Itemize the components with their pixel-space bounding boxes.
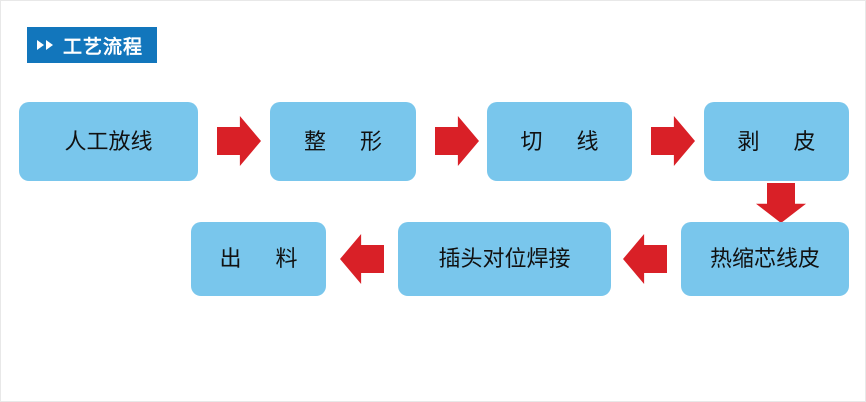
process-node-5-label: 热缩芯线皮: [709, 246, 820, 271]
process-node-4-label: 剥 皮: [737, 128, 830, 154]
process-node-6-label: 插头对位焊接: [438, 246, 571, 271]
process-node-1-label: 人工放线: [64, 128, 153, 154]
double-chevron-right-icon: [37, 40, 53, 50]
process-node-1[interactable]: 人工放线: [19, 102, 198, 181]
process-node-2-label: 整 形: [303, 128, 397, 154]
process-node-2[interactable]: 整 形: [270, 102, 416, 181]
flow-arrow-right-1: [217, 116, 261, 166]
process-node-3-label: 切 线: [520, 128, 613, 154]
flow-arrow-right-2: [435, 116, 479, 166]
process-node-7[interactable]: 出 料: [191, 222, 326, 296]
process-node-5[interactable]: 热缩芯线皮: [681, 222, 849, 296]
page-title: 工艺流程: [63, 36, 144, 58]
flow-arrow-down-1: [756, 183, 806, 223]
process-node-6[interactable]: 插头对位焊接: [398, 222, 611, 296]
flow-arrow-left-2: [340, 234, 384, 284]
process-node-7-label: 出 料: [219, 246, 312, 271]
process-node-3[interactable]: 切 线: [487, 102, 632, 181]
flow-arrow-right-3: [651, 116, 695, 166]
process-node-4[interactable]: 剥 皮: [704, 102, 849, 181]
flow-arrow-left-1: [623, 234, 667, 284]
section-header-banner: 工艺流程: [27, 27, 158, 63]
